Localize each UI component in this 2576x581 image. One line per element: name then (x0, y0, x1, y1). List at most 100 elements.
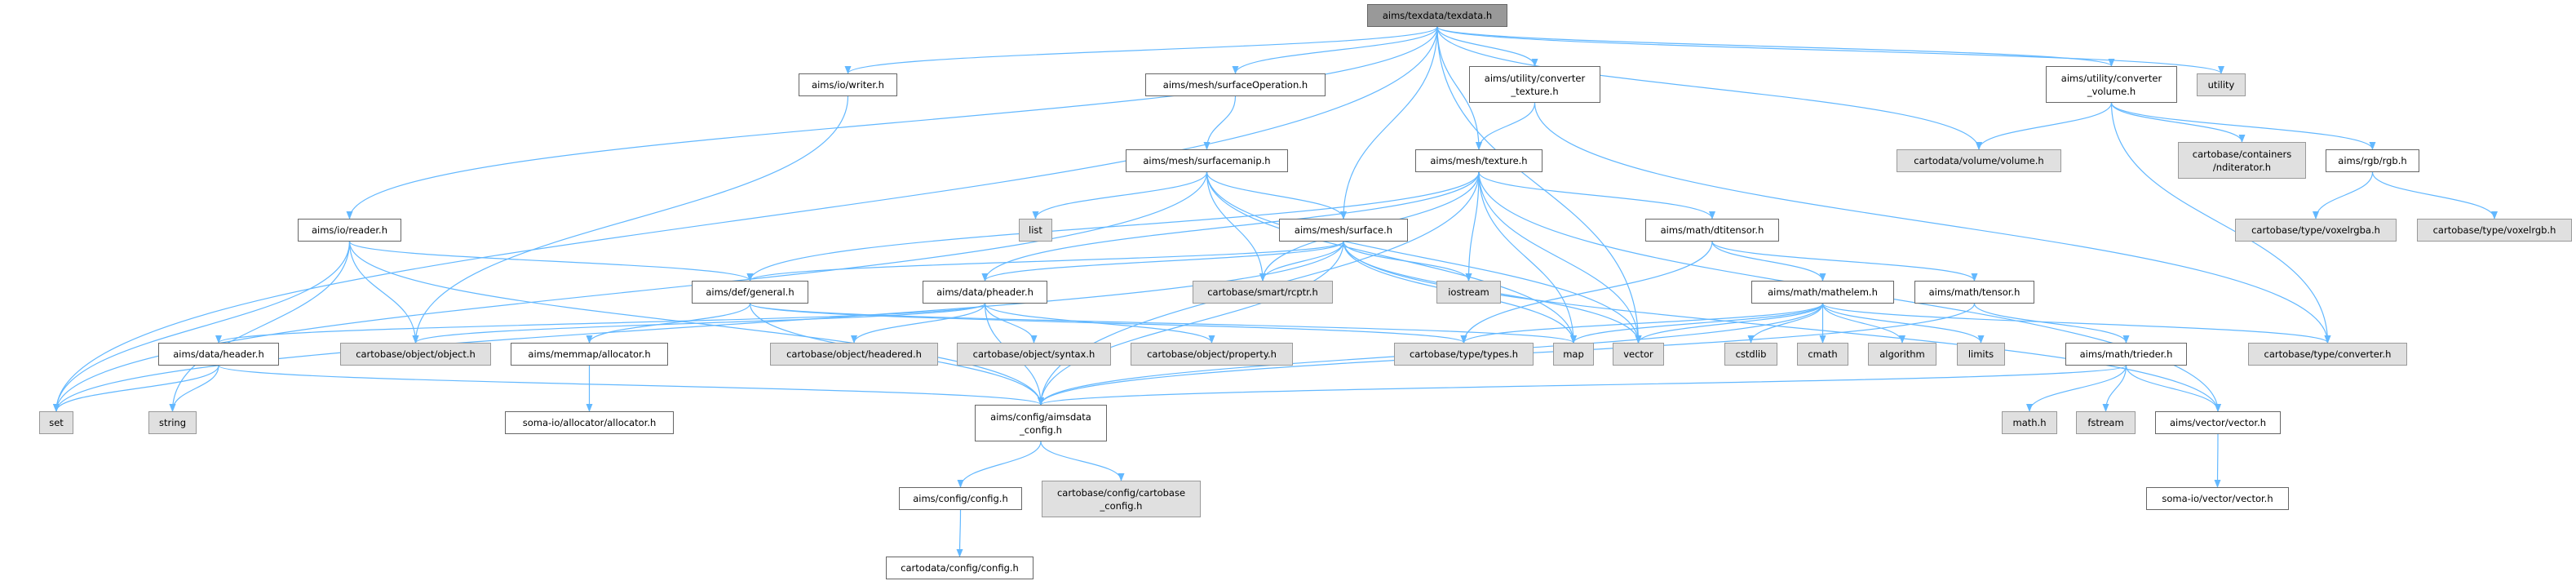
graph-node-types: cartobase/type/types.h (1394, 343, 1534, 366)
graph-node-headered: cartobase/object/headered.h (770, 343, 938, 366)
edge-header-to-set (53, 365, 219, 412)
edge-surfmanip-to-set (53, 171, 1208, 412)
graph-node-mathelem[interactable]: aims/math/mathelem.h (1751, 281, 1894, 304)
graph-node-volume: cartodata/volume/volume.h (1897, 149, 2061, 172)
graph-node-cbconf: cartobase/config/cartobase _config.h (1042, 481, 1201, 517)
graph-node-pheader[interactable]: aims/data/pheader.h (923, 281, 1047, 304)
edge-texdata-to-surface (1340, 26, 1438, 220)
edge-texdata-to-writer (844, 26, 1438, 74)
edge-mathelem-to-limits (1821, 303, 1985, 344)
edge-texture-to-general (746, 171, 1480, 282)
graph-node-somaalloc[interactable]: soma-io/allocator/allocator.h (505, 411, 674, 434)
edge-surface-to-pheader (981, 241, 1344, 282)
edge-general-to-types (749, 303, 1467, 344)
graph-node-converter: cartobase/type/converter.h (2248, 343, 2407, 366)
graph-node-surfmanip[interactable]: aims/mesh/surfacemanip.h (1126, 149, 1288, 172)
edge-convvol-to-rgb (2110, 102, 2376, 150)
edge-general-to-allocator (586, 303, 751, 344)
edge-mathelem-to-types (1460, 303, 1824, 344)
edge-pheader-to-object (412, 303, 986, 344)
graph-node-mathh: math.h (2002, 411, 2057, 434)
graph-node-texdata[interactable]: aims/texdata/texdata.h (1367, 4, 1507, 27)
graph-node-string: string (148, 411, 197, 434)
edge-rgb-to-voxelrgba (2313, 171, 2374, 220)
graph-node-algorithm: algorithm (1868, 343, 1936, 366)
edge-texture-to-iostream (1465, 171, 1480, 282)
graph-node-object: cartobase/object/object.h (340, 343, 491, 366)
edge-mathelem-to-cstdlib (1747, 303, 1824, 344)
graph-node-header[interactable]: aims/data/header.h (158, 343, 279, 366)
graph-node-iostream: iostream (1436, 281, 1501, 304)
edge-convvol-to-converter (2110, 102, 2331, 344)
graph-node-vector: vector (1613, 343, 1664, 366)
edge-trieder-to-aimsvector (2125, 365, 2221, 412)
edge-reader-to-set (53, 241, 351, 412)
graph-node-reader[interactable]: aims/io/reader.h (298, 219, 401, 242)
edge-reader-to-object (348, 241, 419, 344)
graph-node-surface[interactable]: aims/mesh/surface.h (1279, 219, 1408, 242)
graph-node-fstream: fstream (2076, 411, 2136, 434)
graph-node-dtitensor[interactable]: aims/math/dtitensor.h (1645, 219, 1779, 242)
edge-surfmanip-to-list (1032, 171, 1208, 220)
edge-aimsvector-to-somavector (2214, 433, 2221, 488)
graph-node-aimsdataconf[interactable]: aims/config/aimsdata _config.h (975, 405, 1107, 441)
edge-mathelem-to-converter (1821, 303, 2331, 344)
edge-tensor-to-trieder (1973, 303, 2130, 344)
edge-texture-to-vector (1478, 171, 1642, 344)
edge-rgb-to-voxelrgb (2371, 171, 2498, 220)
edge-texdata-to-surfop (1232, 26, 1438, 74)
edge-trieder-to-aimsdataconf (1038, 365, 2127, 406)
edge-surface-to-iostream (1343, 241, 1472, 282)
graph-node-voxelrgba: cartobase/type/voxelrgba.h (2235, 219, 2397, 242)
graph-node-general[interactable]: aims/def/general.h (692, 281, 808, 304)
edge-convtex-to-converter (1534, 102, 2331, 344)
edge-surface-to-aimsvector (1343, 241, 2221, 412)
edge-aimsdataconf-to-config (957, 441, 1042, 488)
edge-convtex-to-texture (1476, 102, 1536, 150)
edge-writer-to-object (412, 95, 849, 344)
edge-texdata-to-volume (1436, 26, 1982, 150)
edge-mathelem-to-algorithm (1821, 303, 1905, 344)
edge-texture-to-dtitensor (1478, 171, 1715, 220)
edge-trieder-to-mathh (2026, 365, 2127, 412)
edge-pheader-to-headered (851, 303, 986, 344)
graph-node-convtex[interactable]: aims/utility/converter _texture.h (1469, 66, 1600, 103)
edge-mathelem-to-map (1570, 303, 1824, 344)
graph-node-cdconf[interactable]: cartodata/config/config.h (886, 557, 1033, 579)
edge-reader-to-general (348, 241, 754, 282)
graph-node-allocator[interactable]: aims/memmap/allocator.h (511, 343, 668, 366)
graph-node-writer[interactable]: aims/io/writer.h (799, 73, 897, 96)
edge-texture-to-pheader (981, 171, 1480, 282)
edge-pheader-to-property (984, 303, 1215, 344)
edge-config-to-cdconf (956, 509, 963, 557)
graph-node-texture[interactable]: aims/mesh/texture.h (1415, 149, 1543, 172)
edge-texdata-to-reader (346, 26, 1438, 220)
edge-dtitensor-to-tensor (1711, 241, 1978, 282)
graph-node-trieder[interactable]: aims/math/trieder.h (2065, 343, 2187, 366)
graph-node-property: cartobase/object/property.h (1131, 343, 1293, 366)
graph-node-voxelrgb: cartobase/type/voxelrgb.h (2417, 219, 2572, 242)
edge-surfmanip-to-vector (1206, 171, 1642, 344)
graph-node-rgb[interactable]: aims/rgb/rgb.h (2326, 149, 2419, 172)
edge-surface-to-general (746, 241, 1344, 282)
graph-node-tensor[interactable]: aims/math/tensor.h (1914, 281, 2034, 304)
graph-node-somavector[interactable]: soma-io/vector/vector.h (2146, 487, 2289, 510)
graph-node-set: set (39, 411, 73, 434)
edge-surface-to-aimsdataconf (1038, 241, 1344, 406)
graph-node-map: map (1553, 343, 1594, 366)
edge-aimsdataconf-to-cbconf (1040, 441, 1125, 481)
edge-reader-to-string (169, 241, 351, 412)
edge-texdata-to-convvol (1436, 26, 2115, 67)
graph-node-config[interactable]: aims/config/config.h (899, 487, 1022, 510)
edge-surfmanip-to-surface (1206, 171, 1347, 220)
graph-node-aimsvector[interactable]: aims/vector/vector.h (2155, 411, 2281, 434)
edge-header-to-aimsdataconf (218, 365, 1044, 406)
edge-convvol-to-volume (1976, 102, 2113, 150)
edge-mathelem-to-vector (1635, 303, 1824, 344)
edge-surfmanip-to-map (1206, 171, 1577, 344)
graph-node-convvol[interactable]: aims/utility/converter _volume.h (2046, 66, 2177, 103)
edge-texdata-to-set (53, 26, 1438, 412)
edge-header-to-string (169, 365, 219, 412)
graph-node-nditer: cartobase/containers /nditerator.h (2178, 142, 2306, 179)
graph-node-surfop[interactable]: aims/mesh/surfaceOperation.h (1145, 73, 1326, 96)
